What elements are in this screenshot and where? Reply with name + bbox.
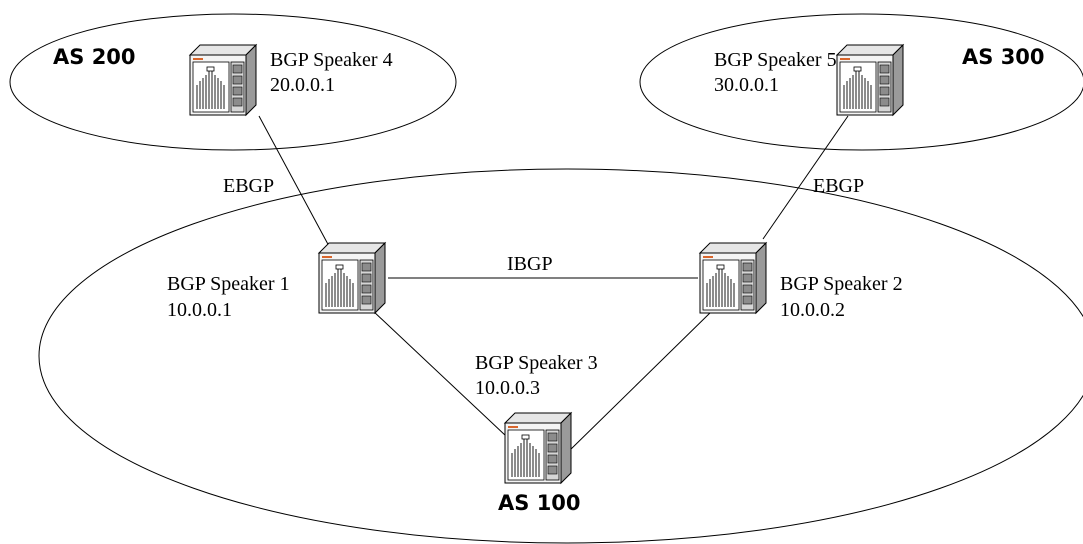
- router-icon-speaker-1: [318, 242, 386, 314]
- as300-label: AS 300: [962, 45, 1045, 69]
- speaker-5-address: 30.0.0.1: [714, 74, 779, 96]
- link-spk5-spk2: [762, 115, 849, 240]
- link-spk1-spk3: [371, 309, 507, 437]
- speaker-5-name: BGP Speaker 5: [714, 49, 837, 71]
- as100-boundary: [38, 168, 1083, 544]
- router-icon-speaker-2: [699, 242, 767, 314]
- router-icon-speaker-4: [189, 44, 257, 116]
- link-label-spk4-spk1: EBGP: [223, 175, 274, 197]
- speaker-4-name: BGP Speaker 4: [270, 49, 393, 71]
- link-label-spk5-spk2: EBGP: [813, 175, 864, 197]
- as300-boundary: [639, 13, 1083, 151]
- as200-boundary: [9, 13, 457, 151]
- speaker-3-name: BGP Speaker 3: [475, 352, 598, 374]
- speaker-1-address: 10.0.0.1: [167, 299, 232, 321]
- as100-label: AS 100: [498, 491, 581, 515]
- speaker-4-address: 20.0.0.1: [270, 74, 335, 96]
- speaker-2-address: 10.0.0.2: [780, 299, 845, 321]
- link-spk4-spk1: [258, 115, 331, 249]
- link-label-spk1-spk2: IBGP: [507, 253, 553, 275]
- router-icon-speaker-3: [504, 412, 572, 484]
- link-spk2-spk3: [567, 309, 714, 453]
- router-icon-speaker-5: [836, 44, 904, 116]
- speaker-1-name: BGP Speaker 1: [167, 273, 290, 295]
- speaker-2-name: BGP Speaker 2: [780, 273, 903, 295]
- speaker-3-address: 10.0.0.3: [475, 377, 540, 399]
- as200-label: AS 200: [53, 45, 136, 69]
